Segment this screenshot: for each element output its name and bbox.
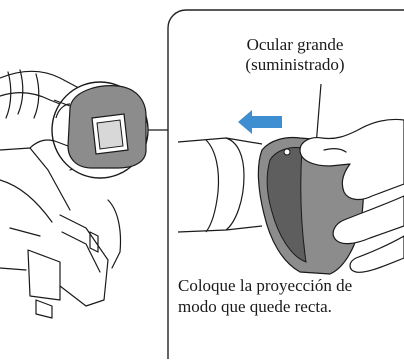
caption-line2: modo que quede recta. [178,297,332,316]
hand-illustration [299,118,404,273]
eyecup-label: Ocular grande (suministrado) [210,35,380,75]
eyecup-label-line2: (suministrado) [245,55,345,74]
label-pointer-line [315,83,322,147]
eyecup-label-line1: Ocular grande [246,35,344,54]
arrow-left-icon [238,110,282,134]
caption-line1: Coloque la proyección de [178,276,353,295]
instruction-caption: Coloque la proyección de modo que quede … [178,275,400,317]
detail-panel-border [167,9,404,359]
camcorder-illustration [0,69,122,319]
zoom-circle [51,81,149,179]
barrel-detail [177,137,263,233]
